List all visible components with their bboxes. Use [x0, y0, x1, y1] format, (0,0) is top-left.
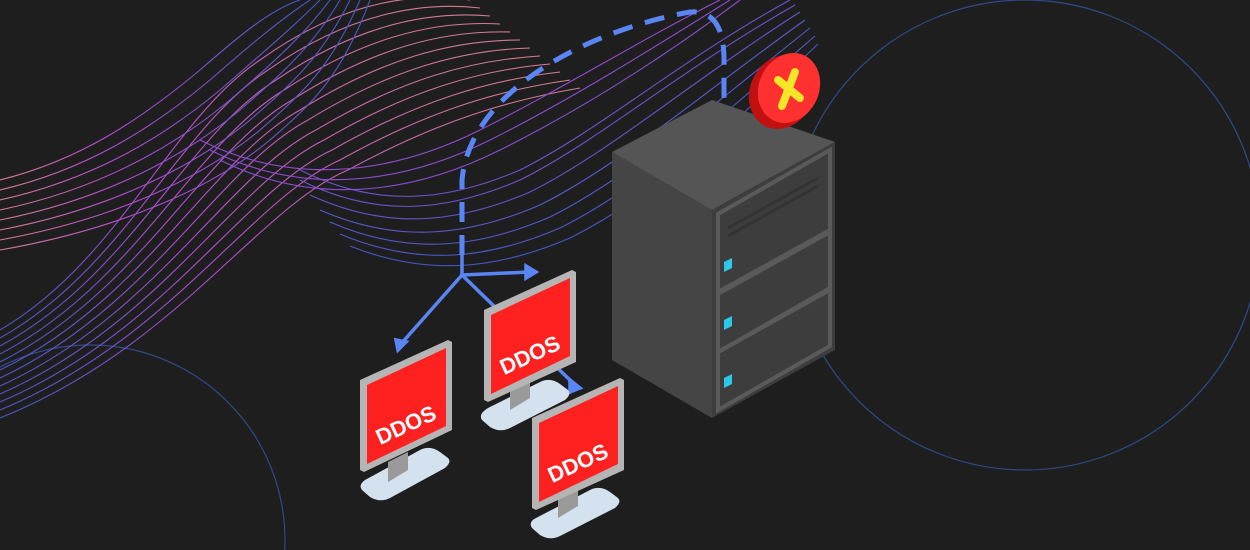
decorative-circle-right	[789, 0, 1250, 471]
server-led-2	[724, 316, 732, 330]
server-led-1	[724, 258, 732, 272]
server-led-3	[724, 374, 732, 388]
x-mark-icon	[748, 52, 821, 129]
monitor-ddos-2: DDOS	[480, 270, 576, 431]
dashed-connection-line	[459, 9, 727, 255]
server-rack	[612, 100, 835, 418]
monitor-ddos-3: DDOS	[530, 378, 624, 539]
wave-lines-background	[0, 0, 819, 419]
decorative-circle-left	[0, 344, 286, 550]
monitor-ddos-1: DDOS	[360, 340, 452, 501]
